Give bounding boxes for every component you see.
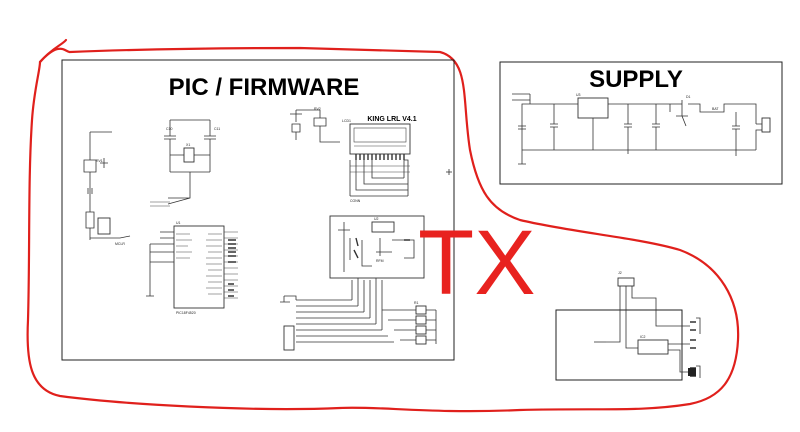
- svg-text:RV2: RV2: [314, 107, 321, 111]
- button-ic: [637, 339, 669, 355]
- svg-text:C10: C10: [166, 127, 172, 131]
- svg-text:IC2: IC2: [640, 335, 646, 339]
- svg-text:X1: X1: [186, 143, 190, 147]
- power-connector: [761, 117, 771, 133]
- reset-circuit: RV1 MCLR: [83, 131, 131, 246]
- crystal-component: [97, 217, 111, 235]
- osc-net-labels: [150, 201, 170, 207]
- svg-text:C11: C11: [214, 127, 220, 131]
- svg-text:U3: U3: [576, 93, 581, 97]
- board-version-label: KING LRL V4.1: [367, 116, 416, 123]
- svg-text:CONN: CONN: [350, 199, 361, 203]
- svg-text:MCLR: MCLR: [115, 242, 125, 246]
- oscillator-circuit: C10 C11 X1: [164, 119, 220, 205]
- button-circuit-frame: [555, 309, 683, 381]
- pic-chip-body: [173, 225, 225, 309]
- voltage-regulator: [577, 97, 609, 119]
- rf-module-circuit: U2 RFM: [329, 215, 425, 279]
- connector-bus: R1: [280, 278, 437, 351]
- svg-text:BAT: BAT: [712, 107, 719, 111]
- button-header: [617, 277, 635, 287]
- supply-circuit: U3 D1 BAT: [512, 93, 771, 165]
- header-connector: [283, 325, 295, 351]
- pic-firmware-title: PIC / FIRMWARE: [169, 74, 360, 101]
- supply-title: SUPPLY: [589, 66, 683, 93]
- svg-text:J2: J2: [618, 271, 622, 275]
- supply-frame: [499, 61, 783, 185]
- tx-boundary-outline: [26, 46, 740, 413]
- pic-microcontroller: U1 PIC18F4520: [146, 221, 238, 315]
- svg-text:U1: U1: [176, 221, 181, 225]
- svg-text:PIC18F4520: PIC18F4520: [176, 311, 196, 315]
- button-circuit: J2 IC2: [594, 271, 701, 378]
- svg-text:RV1: RV1: [96, 159, 103, 163]
- pic-firmware-frame: [61, 59, 455, 361]
- tx-label: TX: [418, 212, 536, 314]
- lcd-module: [349, 123, 411, 155]
- svg-text:LCD1: LCD1: [342, 119, 351, 123]
- svg-text:D1: D1: [686, 95, 691, 99]
- svg-text:RFM: RFM: [376, 259, 384, 263]
- lcd-header-circuit: RV2 LCD1 CONN: [290, 107, 411, 203]
- svg-text:U2: U2: [374, 217, 379, 221]
- svg-text:R1: R1: [414, 301, 419, 305]
- outline-start-stroke: [38, 38, 68, 64]
